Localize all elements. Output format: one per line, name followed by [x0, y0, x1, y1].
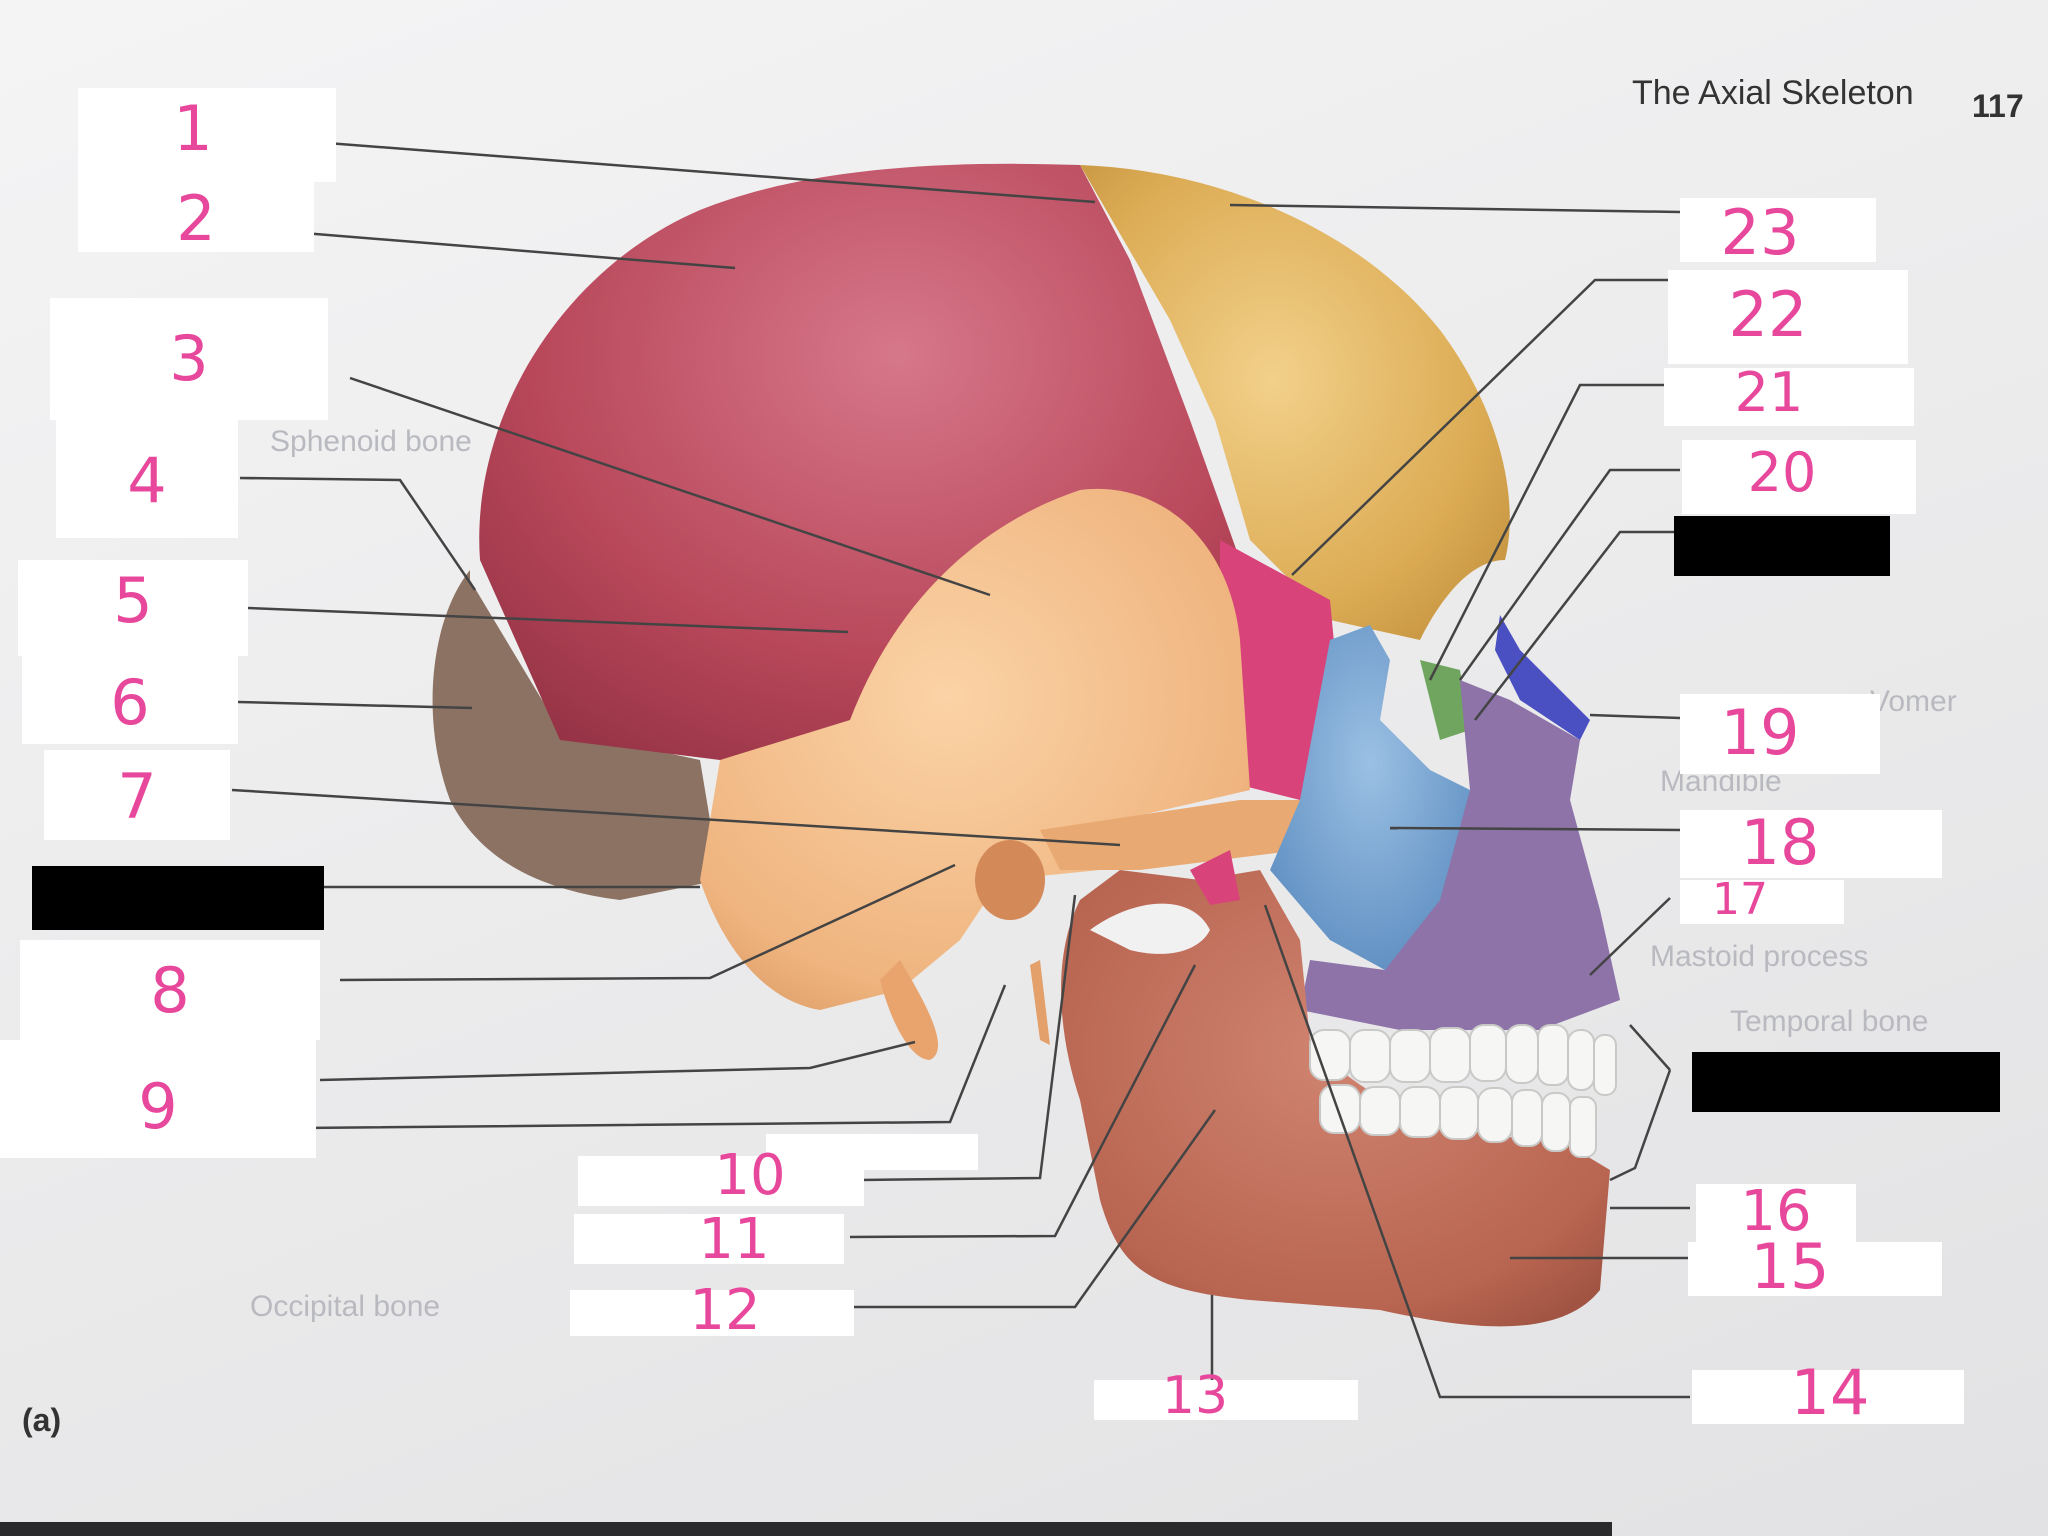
- label-box-5[interactable]: [18, 560, 248, 656]
- label-box-16[interactable]: [1696, 1184, 1856, 1242]
- label-21: 21: [1734, 361, 1804, 424]
- label-16: 16: [1740, 1179, 1812, 1244]
- label-20: 20: [1747, 441, 1817, 504]
- redaction-bar: [1674, 516, 1890, 576]
- figure-panel-label: (a): [22, 1402, 62, 1438]
- redaction-bar: [32, 866, 324, 930]
- label-9: 9: [138, 1070, 178, 1143]
- label-12: 12: [689, 1278, 761, 1343]
- label-3: 3: [169, 322, 209, 395]
- label-box-18[interactable]: [1680, 810, 1942, 878]
- label-box-4[interactable]: [56, 420, 238, 538]
- nasal-bone: [1495, 615, 1590, 740]
- label-box-17[interactable]: [1680, 880, 1844, 924]
- teeth: [1309, 1024, 1617, 1158]
- bleed-text: Temporal bone: [1730, 1005, 1929, 1038]
- label-6: 6: [110, 666, 150, 739]
- label-box-19[interactable]: [1680, 694, 1880, 774]
- bottom-edge: [0, 1522, 1612, 1536]
- label-5: 5: [113, 564, 153, 637]
- label-box-20[interactable]: [1682, 440, 1916, 514]
- page-title: The Axial Skeleton: [1632, 74, 1914, 112]
- label-box-10[interactable]: [578, 1156, 864, 1206]
- label-box-7[interactable]: [44, 750, 230, 840]
- label-box-15[interactable]: [1688, 1242, 1942, 1296]
- label-box-14[interactable]: [1692, 1370, 1964, 1424]
- label-11: 11: [698, 1207, 770, 1272]
- label-box-11[interactable]: [574, 1214, 844, 1264]
- bleed-text: Mastoid process: [1650, 940, 1869, 973]
- label-8: 8: [150, 954, 190, 1027]
- zygomatic-arch: [1040, 800, 1320, 870]
- maxilla: [1300, 680, 1620, 1030]
- label-4: 4: [127, 444, 167, 517]
- bleed-text: Vomer: [1870, 685, 1957, 718]
- bleed-text: Occipital bone: [250, 1290, 441, 1323]
- page-number: 117: [1972, 88, 2024, 124]
- label-box-9[interactable]: [0, 1040, 316, 1158]
- label-box-6[interactable]: [22, 656, 238, 744]
- label-10: 10: [714, 1143, 786, 1208]
- frontal-bone: [1080, 165, 1510, 640]
- temporal-bone: [700, 488, 1250, 1011]
- label-box-21[interactable]: [1664, 368, 1914, 426]
- label-box-23[interactable]: [1680, 198, 1876, 262]
- label-14: 14: [1790, 1356, 1870, 1429]
- label-7: 7: [117, 760, 157, 833]
- label-23: 23: [1720, 196, 1800, 269]
- label-box-1[interactable]: [78, 88, 336, 182]
- label-box-2[interactable]: [78, 182, 314, 252]
- label-box-12[interactable]: [570, 1290, 854, 1336]
- label-box-22[interactable]: [1668, 270, 1908, 364]
- label-box-3[interactable]: [50, 298, 328, 420]
- label-box-13[interactable]: [1094, 1380, 1358, 1420]
- label-22: 22: [1728, 278, 1808, 351]
- label-17: 17: [1712, 874, 1768, 925]
- label-box-8[interactable]: [20, 940, 320, 1040]
- label-18: 18: [1740, 806, 1820, 879]
- label-15: 15: [1750, 1230, 1830, 1303]
- leader-lines: [231, 136, 1690, 1399]
- label-2: 2: [176, 182, 216, 255]
- label-13: 13: [1161, 1366, 1229, 1426]
- redaction-bar: [1692, 1052, 2000, 1112]
- zygomatic-bone: [1270, 625, 1470, 970]
- label-1: 1: [173, 92, 213, 165]
- label-19: 19: [1720, 696, 1800, 769]
- bleed-text: Sphenoid bone: [270, 425, 472, 458]
- lacrimal-bone: [1420, 660, 1470, 740]
